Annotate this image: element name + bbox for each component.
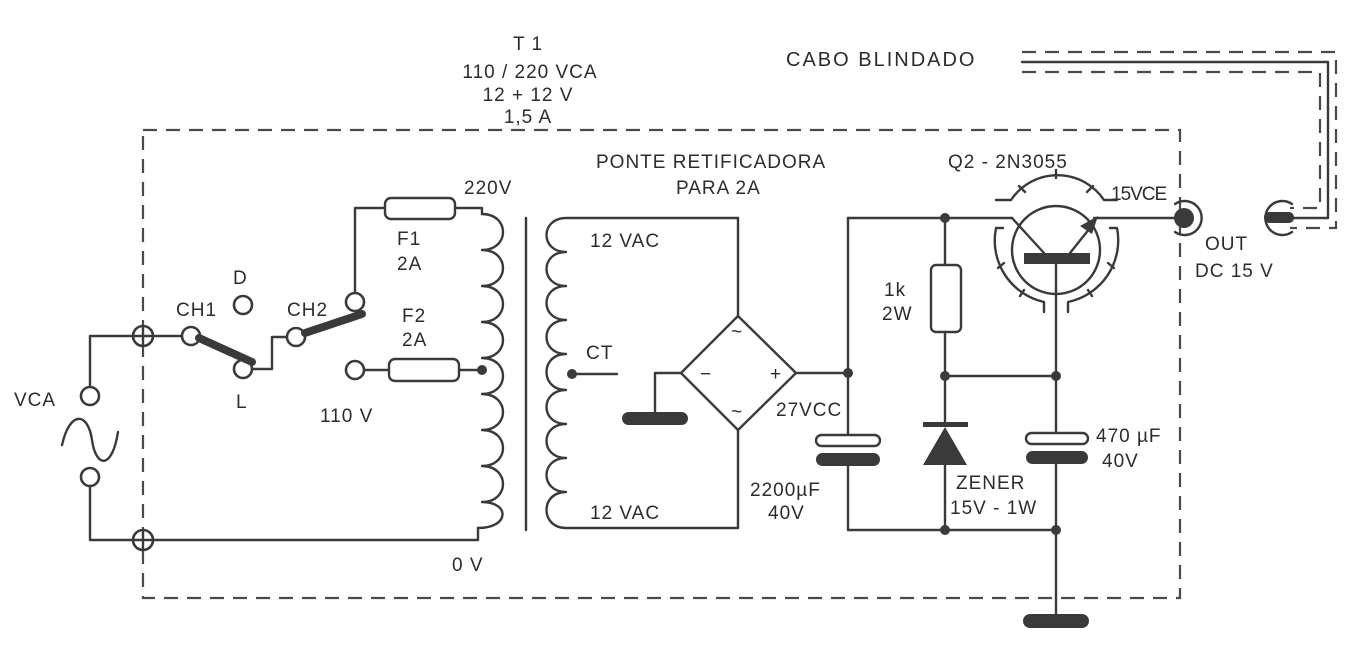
ch1-lever <box>195 334 256 366</box>
zener-label: ZENER <box>956 473 1025 494</box>
ground-symbol-2 <box>1023 614 1089 628</box>
zener-rating: 15V - 1W <box>950 498 1037 519</box>
switch-pos-d-label: D <box>233 268 248 289</box>
ch2-lever <box>301 310 366 337</box>
transformer-primary: 110 / 220 VCA <box>462 62 597 83</box>
tap-110-label: 110 V <box>320 406 373 427</box>
bridge-title-1: PONTE RETIFICADORA <box>596 152 826 173</box>
secondary-top-label: 12 VAC <box>590 231 660 252</box>
transformer-ref: T 1 <box>513 34 543 55</box>
ac-input: VCA <box>14 334 145 542</box>
ch1-label: CH1 <box>176 300 217 321</box>
switch-ch2[interactable]: CH2 <box>285 291 366 381</box>
transformer-current: 1,5 A <box>504 107 552 128</box>
fuse-f1-rating: 2A <box>397 254 422 275</box>
secondary-bottom-label: 12 VAC <box>590 503 660 524</box>
transistor-ref: Q2 - 2N3055 <box>948 152 1068 173</box>
filter-capacitor-plate-negative <box>816 453 880 466</box>
junction <box>477 365 487 375</box>
bridge-minus: − <box>700 364 712 385</box>
output-capacitor-plate-negative <box>1026 451 1088 464</box>
tap-0-label: 0 V <box>452 555 484 576</box>
output-cap-rating: 40V <box>1102 451 1139 472</box>
bridge-rectifier <box>679 314 798 432</box>
output-jack-pin <box>1174 208 1194 228</box>
ch2-110-terminal <box>344 359 366 381</box>
cable-label: CABO BLINDADO <box>786 49 976 71</box>
ch1-d-terminal <box>232 294 254 316</box>
transformer-primary-coil <box>476 212 505 530</box>
transformer-label: T 1 110 / 220 VCA 12 + 12 V 1,5 A <box>462 34 597 128</box>
zener-cathode-bar <box>923 422 968 427</box>
bridge-ac2: ~ <box>731 402 743 423</box>
filter-capacitor-plate-positive <box>814 433 882 448</box>
filter-node-voltage: 27VCC <box>776 400 842 421</box>
filter-cap-value: 2200µF <box>750 480 821 501</box>
output-cap-value: 470 µF <box>1096 426 1162 447</box>
bridge-title-2: PARA 2A <box>676 178 761 199</box>
center-tap-label: CT <box>586 343 613 364</box>
ac-source-icon <box>60 417 120 462</box>
transistor-vce: 15VCE <box>1111 184 1167 205</box>
output-capacitor-plate-positive <box>1024 431 1090 446</box>
transistor-base-bar <box>1024 253 1090 264</box>
enclosure-outline <box>141 128 1182 600</box>
bridge-ac1: ~ <box>731 322 743 343</box>
transformer-secondary: 12 + 12 V <box>483 85 574 106</box>
transistor-body <box>1010 204 1102 296</box>
heatsink-outline <box>993 174 1120 314</box>
resistor-value: 1k <box>884 280 906 301</box>
bridge-plus: + <box>770 364 782 385</box>
transistor-q2: Q2 - 2N3055 15VCE <box>948 152 1168 314</box>
zener-diode <box>923 427 967 465</box>
fuse-f1 <box>383 196 457 221</box>
filter-cap-rating: 40V <box>768 503 805 524</box>
fuse-f2 <box>387 357 461 383</box>
switch-pos-l-label: L <box>236 392 248 413</box>
switch-ch1[interactable]: CH1 D L <box>176 268 256 413</box>
resistor-power: 2W <box>882 304 913 325</box>
ground-symbol-1 <box>622 412 688 425</box>
fuse-f2-rating: 2A <box>402 330 427 351</box>
emitter-arrow-icon <box>1080 216 1098 234</box>
input-terminal-2[interactable] <box>79 466 101 488</box>
output-plug[interactable] <box>1264 199 1294 237</box>
input-terminal-1[interactable] <box>79 385 101 407</box>
output-jack[interactable] <box>1173 199 1203 237</box>
shielded-cable <box>1020 50 1338 230</box>
output-value: DC 15 V <box>1195 261 1274 282</box>
fuse-f2-ref: F2 <box>402 306 426 327</box>
ch2-220-terminal <box>344 291 366 313</box>
transformer-secondary-coil <box>545 216 740 530</box>
resistor-1k <box>929 263 963 334</box>
output-label: OUT <box>1205 234 1248 255</box>
ch2-label: CH2 <box>287 300 328 321</box>
fuse-f1-ref: F1 <box>397 229 421 250</box>
vca-label: VCA <box>14 390 56 411</box>
plug-pin <box>1264 212 1294 223</box>
tap-220-label: 220V <box>464 178 512 199</box>
